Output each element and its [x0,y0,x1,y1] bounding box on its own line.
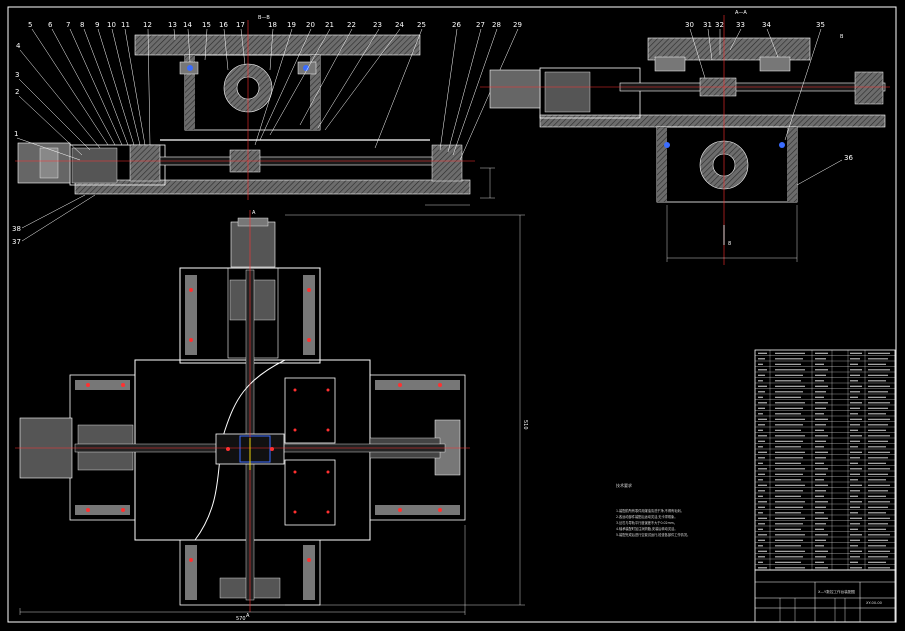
balloon-34: 34 [762,21,771,29]
balloon-31: 31 [703,21,712,29]
section-a-cut-mark: A [252,210,256,216]
balloon-5: 5 [28,21,32,29]
balloon-33: 33 [736,21,745,29]
section-b-mark: B [840,34,844,40]
notes-heading: 技术要求 [616,482,632,488]
balloon-13: 13 [168,21,177,29]
overall-height-dimension: 510 [522,420,528,430]
balloon-26: 26 [452,21,461,29]
balloon-29: 29 [513,21,522,29]
balloon-19: 19 [287,21,296,29]
balloon-1: 1 [14,130,18,138]
balloon-9: 9 [95,21,99,29]
balloon-20: 20 [306,21,315,29]
balloon-6: 6 [48,21,53,29]
drawing-title: X—Y数控工作台装配图 [818,589,855,594]
balloon-2: 2 [15,88,19,96]
drawing-border [7,6,897,623]
balloon-17: 17 [236,21,245,29]
balloon-27: 27 [476,21,485,29]
notes-line-1: 1.装配前所有零件用煤油清洗干净,不得有毛刺。 [616,508,684,513]
balloon-18: 18 [268,21,277,29]
balloon-35: 35 [816,21,825,29]
notes-line-3: 3.丝杠与导轨平行度误差不大于0.02mm。 [616,520,677,525]
balloon-22: 22 [347,21,356,29]
balloon-32: 32 [715,21,724,29]
section-a-cut-mark-bottom: A [246,613,250,619]
leader-lines-right [689,28,843,186]
balloon-24: 24 [395,21,404,29]
balloon-10: 10 [107,21,116,29]
notes-line-5: 5.装配完成后进行空载试运行,检查各部件工作情况。 [616,532,690,537]
drawing-code: XY-00-00 [866,601,883,605]
balloon-28: 28 [492,21,501,29]
notes-line-4: 4.轴承装配时加注润滑脂,安装后转动灵活。 [616,526,677,531]
balloon-8: 8 [80,21,84,29]
balloon-14: 14 [183,21,192,29]
overall-width-dimension: 570 [236,616,246,622]
balloon-12: 12 [143,21,152,29]
balloon-3: 3 [15,71,19,79]
notes-line-2: 2.各运动部件装配后运动灵活,无卡滞现象。 [616,514,677,519]
section-bb-view [15,20,495,206]
balloon-36: 36 [844,154,853,162]
plan-view [15,210,525,615]
balloon-38: 38 [12,225,21,233]
section-bb-title: B—B [258,15,270,21]
balloon-21: 21 [325,21,334,29]
balloon-7: 7 [66,21,70,29]
balloon-16: 16 [219,21,228,29]
balloon-23: 23 [373,21,382,29]
balloon-30: 30 [685,21,694,29]
balloon-4: 4 [16,42,21,50]
balloon-37: 37 [12,238,21,246]
title-block [754,569,896,623]
section-aa-view [480,15,890,265]
right-view-dimension: 8 [728,241,731,247]
balloon-25: 25 [417,21,426,29]
leader-lines-left [16,28,519,242]
parts-list-table [754,349,896,571]
section-aa-title: A—A [735,10,747,16]
balloon-11: 11 [121,21,130,29]
balloon-15: 15 [202,21,211,29]
